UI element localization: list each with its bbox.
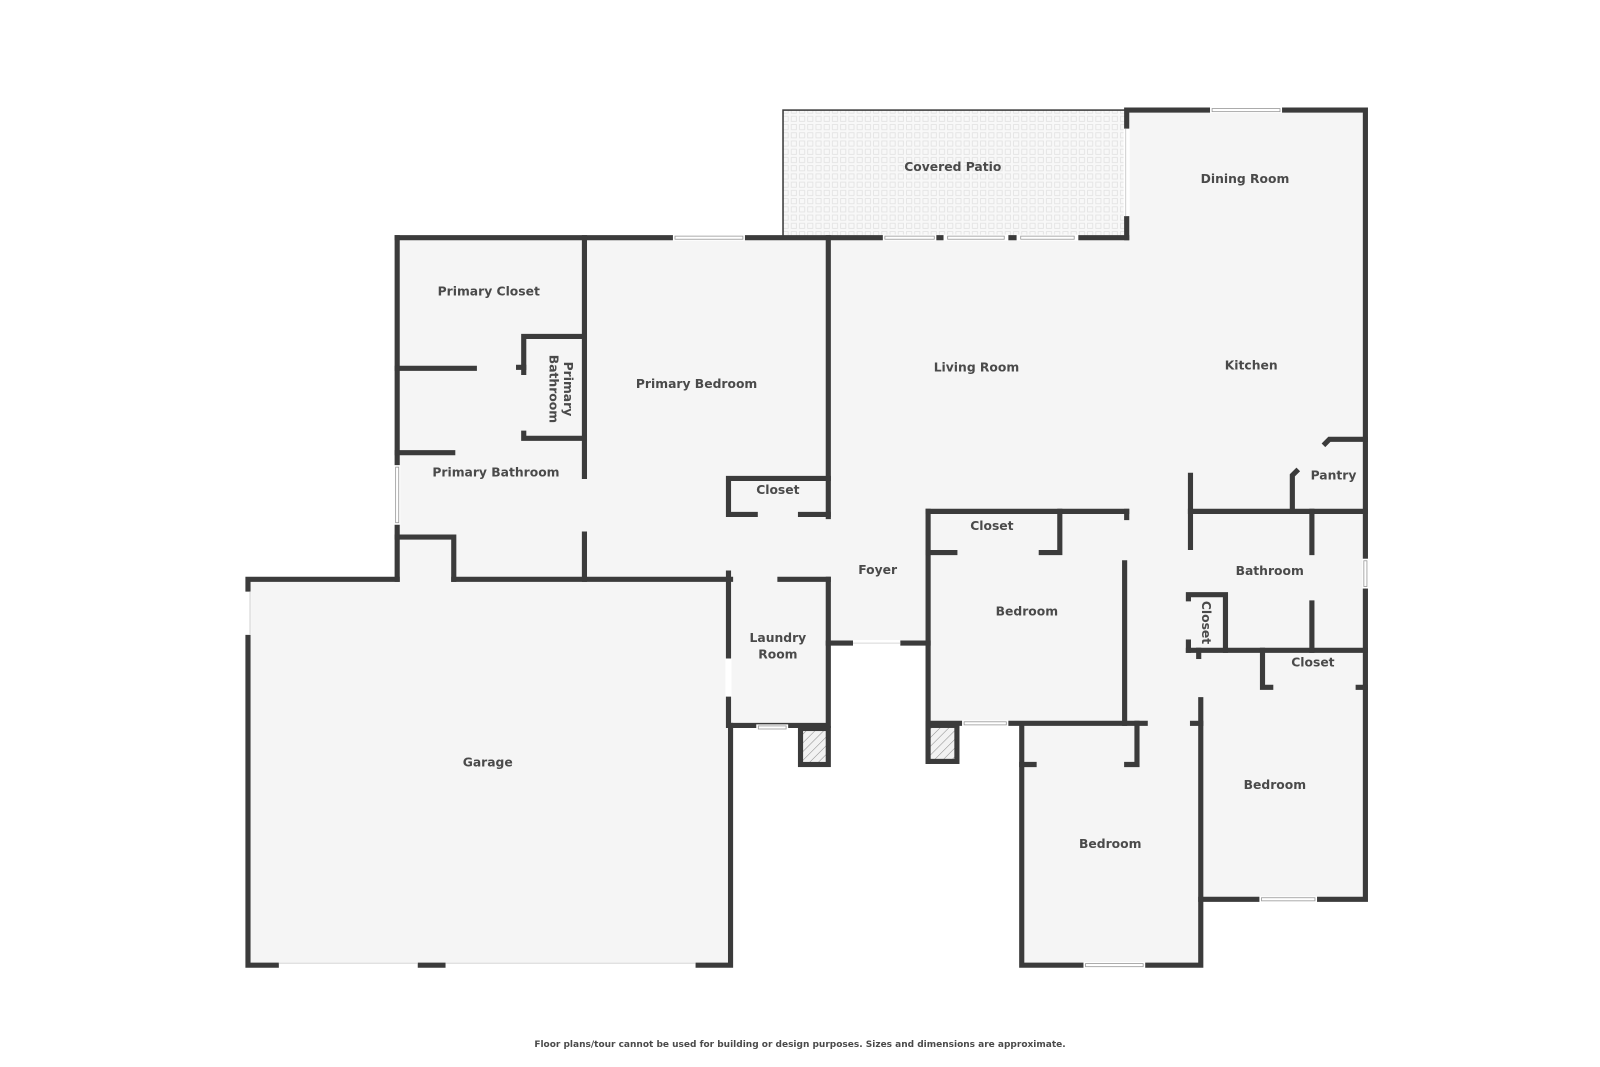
house-floor bbox=[247, 110, 1366, 966]
label-dining-room: Dining Room bbox=[1201, 172, 1290, 186]
label-bedroom-2: Bedroom bbox=[1244, 778, 1306, 792]
label-primary-bathroom-line2: Bathroom bbox=[546, 355, 560, 423]
windows bbox=[244, 107, 1369, 969]
label-primary-bedroom: Primary Bedroom bbox=[636, 377, 757, 391]
label-primary-closet: Primary Closet bbox=[438, 284, 540, 298]
label-closet-hall: Closet bbox=[1199, 601, 1213, 644]
utility-shaft-laundry bbox=[797, 725, 831, 768]
label-closet-primary-bedroom: Closet bbox=[756, 483, 799, 497]
interior-walls bbox=[394, 235, 1368, 768]
label-pantry: Pantry bbox=[1311, 468, 1357, 482]
label-primary-bathroom-vertical: Primary Bathroom bbox=[546, 355, 574, 423]
room-labels: Covered Patio Dining Room Primary Closet… bbox=[432, 160, 1356, 851]
label-closet-bedroom-1: Closet bbox=[970, 519, 1013, 533]
label-closet-hall-vertical: Closet bbox=[1199, 601, 1213, 644]
label-laundry-line1: Laundry bbox=[750, 631, 807, 645]
utility-shaft-bedroom bbox=[925, 722, 960, 764]
label-foyer: Foyer bbox=[858, 563, 898, 577]
label-laundry-line2: Room bbox=[758, 648, 797, 662]
label-primary-bathroom: Primary Bathroom bbox=[432, 465, 559, 479]
label-kitchen: Kitchen bbox=[1225, 358, 1278, 372]
label-closet-bedroom-2: Closet bbox=[1291, 656, 1334, 670]
label-living-room: Living Room bbox=[934, 360, 1020, 374]
label-garage: Garage bbox=[463, 756, 513, 770]
covered-patio-floor bbox=[783, 110, 1127, 238]
disclaimer-footer: Floor plans/tour cannot be used for buil… bbox=[534, 1040, 1066, 1050]
label-bathroom: Bathroom bbox=[1236, 564, 1304, 578]
label-bedroom-1: Bedroom bbox=[996, 604, 1058, 618]
floors bbox=[247, 109, 1366, 966]
label-primary-bathroom-line1: Primary bbox=[561, 362, 575, 417]
label-covered-patio: Covered Patio bbox=[904, 160, 1001, 174]
label-bedroom-3: Bedroom bbox=[1079, 837, 1141, 851]
